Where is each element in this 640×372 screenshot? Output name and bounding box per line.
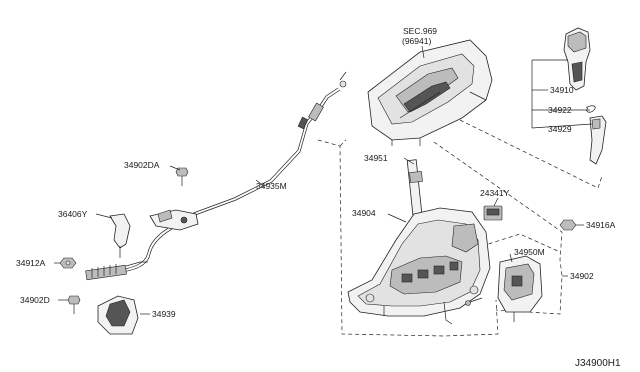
cable-bracket [149,209,199,231]
callout-34929: 34929 [548,124,572,134]
callout-34935M: 34935M [256,181,287,191]
nut [559,219,577,231]
cable-boot [97,295,139,335]
cable-adjuster [85,261,148,281]
bolt [67,295,81,314]
bolt [175,167,189,186]
callout-34939: 34939 [152,309,176,319]
cable-clip [109,213,131,258]
nut [59,257,77,269]
callout-34916A: 34916A [586,220,616,230]
callout-36406Y: 36406Y [58,209,88,219]
section-ref-line1: SEC.969 [403,26,437,36]
control-cable [119,71,347,273]
callout-34922: 34922 [548,105,572,115]
callout-34951: 34951 [364,153,388,163]
shift-lock-unit [497,255,543,322]
callout-34910: 34910 [550,85,574,95]
shifter-base [347,207,491,325]
callout-34902: 34902 [570,271,594,281]
callout-34950M: 34950M [514,247,545,257]
callout-34912A: 34912A [16,258,46,268]
reference-code: J34900H1 [575,358,621,369]
solenoid-connector [483,205,503,221]
callout-34902DA: 34902DA [124,160,160,170]
knob-spring [585,105,596,113]
screw [465,297,483,306]
callout-34902D: 34902D [20,295,50,305]
knob-cover [589,115,607,165]
shift-knob [563,27,591,91]
console-finisher [367,39,493,146]
callout-24341Y: 24341Y [480,188,510,198]
callout-34904: 34904 [352,208,376,218]
section-ref-line2: (96941) [402,36,431,46]
